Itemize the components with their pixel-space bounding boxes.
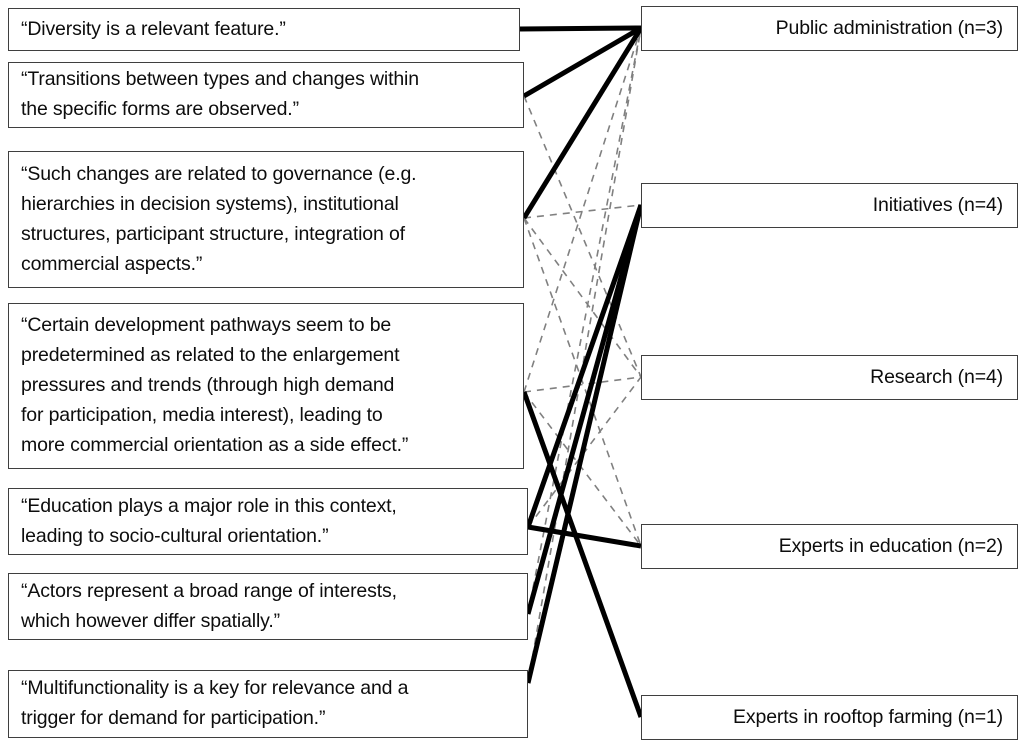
weak-edge-group [523, 27, 642, 684]
edge-s7-a1 [527, 27, 642, 684]
actor-box-a4[interactable]: Experts in education (n=2) [641, 524, 1018, 569]
actor-label: Experts in education (n=2) [778, 534, 1003, 557]
edge-s5-a2 [525, 204, 644, 528]
statement-text: “Such changes are related to governance … [21, 162, 417, 275]
actor-box-a1[interactable]: Public administration (n=3) [641, 6, 1018, 51]
statement-box-4[interactable]: “Certain development pathways seem to be… [8, 303, 524, 469]
edge-s4-a5 [521, 391, 644, 718]
statement-text: “Transitions between types and changes w… [21, 68, 419, 120]
statement-text: “Certain development pathways seem to be… [21, 314, 409, 456]
edge-s1-a1 [519, 25, 642, 32]
actor-label: Research (n=4) [870, 365, 1003, 388]
edge-s2-a1 [522, 25, 643, 99]
edge-s3-a3 [523, 217, 642, 378]
edge-s6-a2 [525, 204, 644, 615]
statement-box-1[interactable]: “Diversity is a relevant feature.” [8, 8, 520, 51]
statement-box-6[interactable]: “Actors represent a broad range of inter… [8, 573, 528, 640]
statement-box-2[interactable]: “Transitions between types and changes w… [8, 62, 524, 128]
edge-s3-a2 [523, 204, 642, 219]
edge-s7-a2 [525, 204, 644, 684]
statement-text: “Actors represent a broad range of inter… [21, 579, 397, 632]
statement-box-5[interactable]: “Education plays a major role in this co… [8, 488, 528, 555]
actor-box-a2[interactable]: Initiatives (n=4) [641, 183, 1018, 228]
statement-box-3[interactable]: “Such changes are related to governance … [8, 151, 524, 288]
strong-edge-group [519, 25, 644, 718]
edge-s3-a4 [523, 217, 642, 547]
statement-text: “Education plays a major role in this co… [21, 494, 397, 547]
edge-s5-a3 [527, 376, 642, 528]
edge-s5-a4 [527, 524, 642, 549]
edge-s4-a4 [523, 391, 642, 547]
edge-s2-a3 [523, 95, 642, 378]
actor-box-a5[interactable]: Experts in rooftop farming (n=1) [641, 695, 1018, 740]
edge-s4-a3 [523, 376, 642, 393]
edge-s6-a1 [527, 27, 642, 615]
statement-box-7[interactable]: “Multifunctionality is a key for relevan… [8, 670, 528, 738]
actor-label: Public administration (n=3) [775, 16, 1004, 39]
statement-text: “Multifunctionality is a key for relevan… [21, 677, 409, 729]
actor-box-a3[interactable]: Research (n=4) [641, 355, 1018, 400]
statement-text: “Diversity is a relevant feature.” [21, 17, 286, 40]
edge-s4-a1 [523, 27, 642, 393]
edge-s3-a1 [521, 26, 644, 220]
actor-label: Experts in rooftop farming (n=1) [733, 705, 1003, 728]
actor-label: Initiatives (n=4) [872, 193, 1003, 216]
